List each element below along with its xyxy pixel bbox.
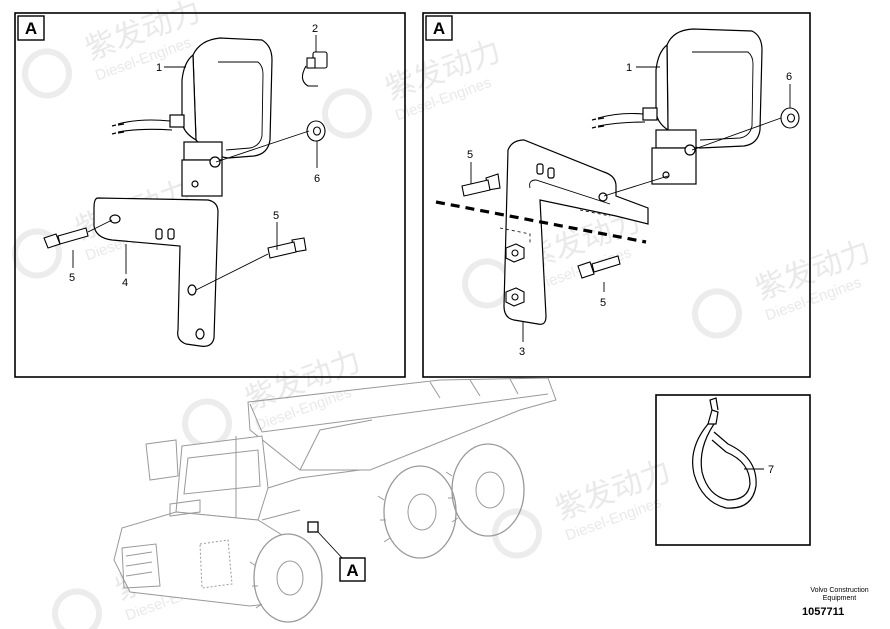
panel-tag-right: A (433, 19, 445, 38)
callout-1: 1 (626, 62, 632, 74)
bolt-left-a (43, 227, 89, 249)
callout-2: 2 (312, 23, 318, 35)
bulb-left (301, 51, 328, 87)
nut-right-b (505, 287, 525, 307)
washer-right (780, 107, 800, 129)
nut-right-a (505, 243, 525, 263)
brand-line-2: Equipment (822, 595, 857, 602)
drawing-number: 1057711 (802, 606, 845, 618)
brand-line-1: Volvo Construction (810, 587, 869, 594)
callout-4: 4 (122, 277, 128, 289)
panel-tag-left: A (25, 19, 37, 38)
articulated-hauler-overview (113, 377, 557, 623)
callout-6: 6 (314, 173, 320, 185)
callout-7: 7 (768, 464, 774, 476)
title-block: Volvo Construction Equipment 1057711 (792, 587, 887, 618)
callout-3: 3 (519, 346, 525, 358)
callout-5: 5 (467, 149, 473, 161)
bolt-left-b (267, 237, 307, 259)
callout-5: 5 (69, 272, 75, 284)
detail-panel-right: A (422, 12, 811, 378)
callout-6: 6 (786, 71, 792, 83)
cable-tie (692, 397, 757, 509)
panel-tag-truck: A (346, 561, 358, 580)
detail-panel-left: A (14, 12, 406, 378)
bolt-right-b (577, 255, 621, 279)
bracket-left (93, 197, 219, 347)
work-light-left (169, 37, 273, 197)
callout-5: 5 (600, 297, 606, 309)
cable-tie-panel: 7 (655, 394, 811, 546)
bolt-right-a (461, 173, 501, 197)
work-light-right (642, 28, 763, 185)
callout-5: 5 (273, 210, 279, 222)
bracket-right (503, 139, 649, 325)
callout-1: 1 (156, 62, 162, 74)
washer-left (306, 120, 326, 142)
